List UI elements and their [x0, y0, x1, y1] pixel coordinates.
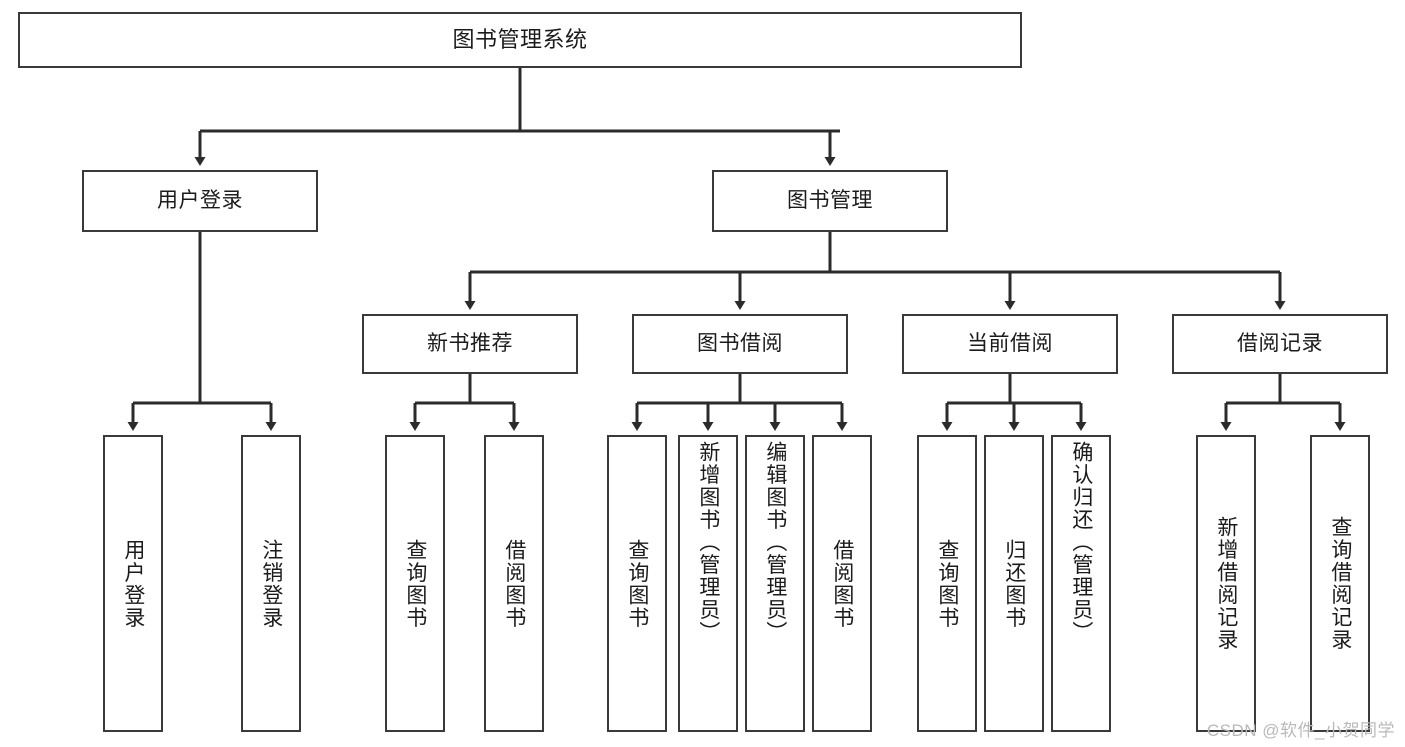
leaf-query-book-2-label: 查询图书	[625, 538, 649, 629]
node-book-borrow[interactable]: 图书借阅	[632, 314, 848, 374]
leaf-edit-book-admin[interactable]: 编辑图书（管理员）	[745, 435, 805, 732]
leaf-add-book-admin[interactable]: 新增图书（管理员）	[678, 435, 738, 732]
node-root[interactable]: 图书管理系统	[18, 12, 1022, 68]
leaf-confirm-return-admin-label: 确认归还（管理员）	[1069, 441, 1093, 644]
leaf-add-borrow-record[interactable]: 新增借阅记录	[1196, 435, 1256, 732]
leaf-logout-login[interactable]: 注销登录	[241, 435, 301, 732]
leaf-borrow-book-2[interactable]: 借阅图书	[812, 435, 872, 732]
node-book-manage-label: 图书管理	[787, 188, 873, 212]
leaf-borrow-book-1[interactable]: 借阅图书	[484, 435, 544, 732]
leaf-query-book-1[interactable]: 查询图书	[385, 435, 445, 732]
node-new-book-recommend-label: 新书推荐	[427, 331, 513, 355]
csdn-watermark: CSDN @软件_小贺同学	[1206, 721, 1395, 740]
leaf-query-book-2[interactable]: 查询图书	[607, 435, 667, 732]
leaf-query-borrow-record-label: 查询借阅记录	[1328, 516, 1352, 651]
node-user-login[interactable]: 用户登录	[82, 170, 318, 232]
leaf-query-book-3[interactable]: 查询图书	[917, 435, 977, 732]
node-book-manage[interactable]: 图书管理	[712, 170, 948, 232]
node-root-label: 图书管理系统	[452, 27, 588, 53]
leaf-query-borrow-record[interactable]: 查询借阅记录	[1310, 435, 1370, 732]
leaf-confirm-return-admin[interactable]: 确认归还（管理员）	[1051, 435, 1111, 732]
node-book-borrow-label: 图书借阅	[697, 331, 783, 355]
leaf-query-book-3-label: 查询图书	[935, 538, 959, 629]
leaf-return-book-label: 归还图书	[1002, 538, 1026, 629]
leaf-query-book-1-label: 查询图书	[403, 538, 427, 629]
node-current-borrow[interactable]: 当前借阅	[902, 314, 1118, 374]
leaf-logout-login-label: 注销登录	[259, 538, 283, 629]
leaf-user-login-label: 用户登录	[121, 538, 145, 629]
leaf-add-borrow-record-label: 新增借阅记录	[1214, 516, 1238, 651]
node-borrow-record-label: 借阅记录	[1237, 331, 1323, 355]
node-current-borrow-label: 当前借阅	[967, 331, 1053, 355]
leaf-return-book[interactable]: 归还图书	[984, 435, 1044, 732]
leaf-borrow-book-2-label: 借阅图书	[830, 538, 854, 629]
node-borrow-record[interactable]: 借阅记录	[1172, 314, 1388, 374]
node-user-login-label: 用户登录	[157, 188, 243, 212]
leaf-add-book-admin-label: 新增图书（管理员）	[696, 441, 720, 644]
leaf-edit-book-admin-label: 编辑图书（管理员）	[763, 441, 787, 644]
leaf-borrow-book-1-label: 借阅图书	[502, 538, 526, 629]
node-new-book-recommend[interactable]: 新书推荐	[362, 314, 578, 374]
leaf-user-login[interactable]: 用户登录	[103, 435, 163, 732]
